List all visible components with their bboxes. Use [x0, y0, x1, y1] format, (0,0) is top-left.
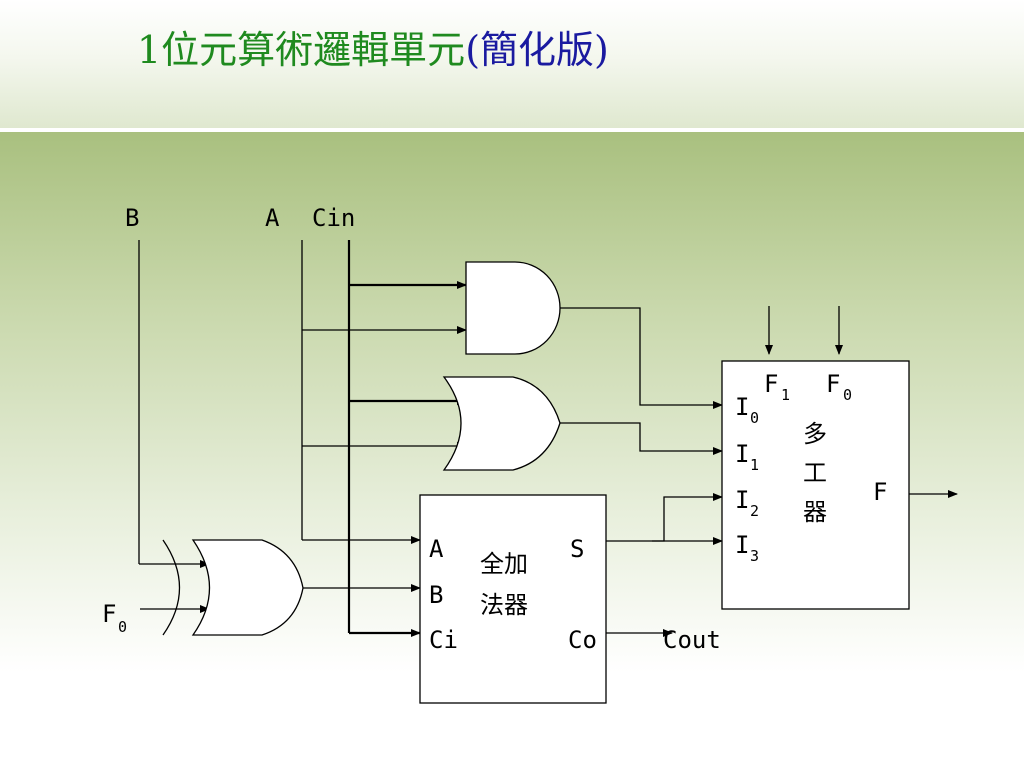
wire-a [301, 240, 467, 544]
and-gate [465, 261, 561, 355]
wire-cin [347, 240, 467, 637]
mux-i0-main: I [735, 393, 749, 421]
output-label-cout: Cout [663, 626, 721, 654]
mux-i0-sub: 0 [750, 409, 759, 427]
full-adder-input-a: A [429, 535, 444, 563]
mux-select-f1-main: F [764, 370, 778, 398]
full-adder-input-ci: Ci [429, 626, 458, 654]
input-label-f0: F 0 [102, 600, 127, 636]
mux-input-label-i0: I 0 [735, 393, 759, 427]
mux-select-f0-sub: 0 [843, 386, 852, 404]
full-adder-box [419, 494, 607, 704]
mux-select-label-f1: F 1 [764, 370, 790, 404]
full-adder-output-co: Co [568, 626, 597, 654]
mux-i1-main: I [735, 440, 749, 468]
input-label-f0-sub: 0 [118, 618, 127, 636]
input-label-b: B [125, 204, 139, 232]
mux-i3-sub: 3 [750, 547, 759, 565]
mux-i2-sub: 2 [750, 502, 759, 520]
mux-select-label-f0: F 0 [826, 370, 852, 404]
input-label-cin: Cin [312, 204, 355, 232]
input-label-a: A [265, 204, 280, 232]
header-band [0, 0, 1024, 128]
wire-sum-output [606, 493, 723, 545]
mux-i3-main: I [735, 531, 749, 559]
header-divider [0, 128, 1024, 132]
slide-title-main: 1位元算術邏輯單元 [137, 28, 466, 72]
mux-output-label-f: F [873, 478, 887, 506]
full-adder-output-s: S [570, 535, 584, 563]
wire-and-output [560, 307, 723, 409]
mux-i2-main: I [735, 486, 749, 514]
mux-select-f0-main: F [826, 370, 840, 398]
mux-name-3: 器 [803, 498, 827, 526]
mux-input-label-i2: I 2 [735, 486, 759, 520]
mux-name-2: 工 [803, 459, 827, 487]
xor-gate [162, 539, 304, 636]
slide-title: 1位元算術邏輯單元(簡化版) [137, 22, 609, 78]
mux-name-1: 多 [803, 420, 827, 448]
full-adder-name-line2: 法器 [480, 591, 528, 619]
mux-input-label-i1: I 1 [735, 440, 759, 474]
full-adder-name-line1: 全加 [480, 550, 528, 578]
full-adder-input-b: B [429, 581, 443, 609]
wire-or-output [560, 422, 723, 455]
mux-input-label-i3: I 3 [735, 531, 759, 565]
or-gate [442, 376, 561, 471]
mux-i1-sub: 1 [750, 456, 759, 474]
mux-select-f1-sub: 1 [781, 386, 790, 404]
wire-b [138, 240, 210, 568]
slide-title-parenthetical: (簡化版) [465, 28, 609, 72]
multiplexer-box [721, 360, 910, 610]
input-label-f0-main: F [102, 600, 116, 628]
